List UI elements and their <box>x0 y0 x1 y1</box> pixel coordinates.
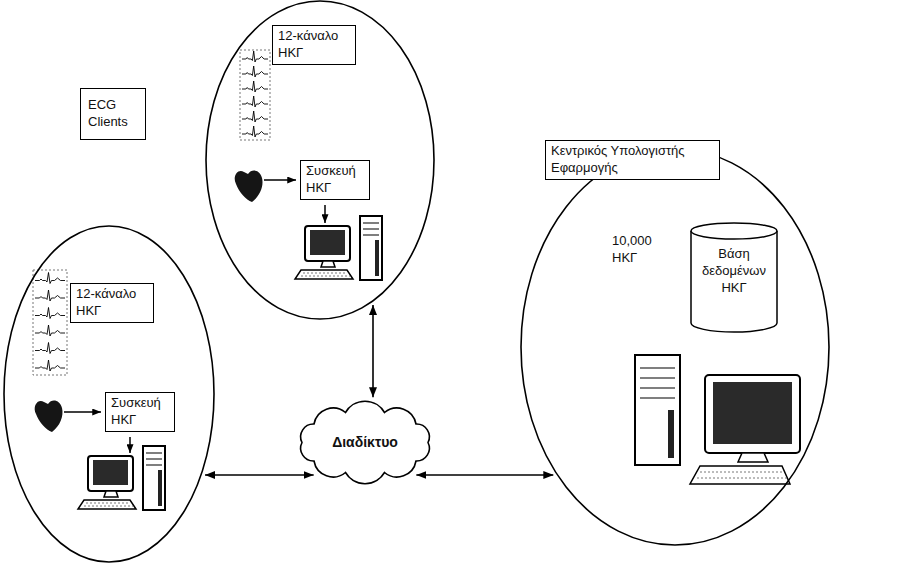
server-circle: 10,000 ΗΚΓΚεντρικός Υπολογιστής Εφαρμογή… <box>520 148 830 546</box>
ecg-strip <box>35 273 65 284</box>
cylinder-top <box>691 223 777 239</box>
internet-cloud: Διαδίκτυο <box>290 400 440 485</box>
server-heading: Κεντρικός Υπολογιστής Εφαρμογής <box>545 140 720 180</box>
node-text: Διαδίκτυο <box>332 433 398 451</box>
node-text: Κεντρικός Υπολογιστής Εφαρμογής <box>551 143 714 177</box>
signal-arrow <box>324 205 326 223</box>
ecg-strip <box>33 50 270 375</box>
heart-icon <box>35 171 263 432</box>
server-computer <box>705 375 800 453</box>
server-computer <box>668 410 674 458</box>
server-computer <box>713 382 792 444</box>
ecg-strip <box>240 50 270 140</box>
client-ellipse-outline <box>206 1 434 319</box>
server-computer <box>635 355 800 484</box>
node-text: 12-κάναλο ΗΚΓ <box>76 286 148 320</box>
group-label: ECG Clients <box>80 88 146 140</box>
process-box: 12-κάναλο ΗΚΓ <box>70 283 154 323</box>
signal-arrow <box>64 180 325 453</box>
ecg-strip <box>35 290 65 301</box>
node-text: ECG Clients <box>88 97 138 131</box>
client-computer <box>295 216 382 280</box>
node-text: Συσκευή ΗΚΓ <box>111 395 169 429</box>
ecg-strip <box>242 126 268 137</box>
process-box: 12-κάναλο ΗΚΓ <box>272 25 356 65</box>
server-computer <box>697 472 787 478</box>
server-circle-outline <box>520 148 830 546</box>
network-link <box>205 474 314 476</box>
ecg-strip <box>35 308 65 319</box>
node-text: Βάση δεδομένων ΗΚΓ <box>694 246 774 297</box>
text-holder: 10,000 ΗΚΓ <box>612 233 668 267</box>
server-circle-outline <box>521 149 829 545</box>
ecg-strip <box>242 51 268 62</box>
cloud-outline <box>301 401 430 483</box>
signal-arrow <box>129 437 131 453</box>
ecg-strip <box>33 270 67 375</box>
signal-arrow <box>64 411 101 413</box>
node-text: 12-κάναλο ΗΚΓ <box>278 28 350 62</box>
ecg-strip <box>242 96 268 107</box>
heart-icon <box>235 171 263 202</box>
server-computer <box>635 355 680 465</box>
server-computer <box>640 368 675 398</box>
device-box: Συσκευή ΗΚΓ <box>105 392 175 432</box>
ecg-strip <box>242 66 268 77</box>
ecg-strip <box>242 81 268 92</box>
ecg-strip <box>35 360 65 371</box>
client-ellipse: 12-κάναλο ΗΚΓ Συσκευή ΗΚΓ <box>205 0 435 320</box>
ecg-strip <box>35 325 65 336</box>
cylinder-body <box>691 231 777 332</box>
node-text: Συσκευή ΗΚΓ <box>306 163 364 197</box>
signal-arrow <box>264 179 296 181</box>
network-link <box>416 474 553 476</box>
network-link <box>372 305 374 397</box>
heart-icon <box>35 401 63 432</box>
server-computer <box>738 453 768 462</box>
node-text: 10,000 ΗΚΓ <box>612 233 668 267</box>
ecg-strip <box>242 111 268 122</box>
device-box: Συσκευή ΗΚΓ <box>300 160 370 200</box>
ecg-strip <box>35 343 65 354</box>
server-computer <box>690 466 790 484</box>
client-computer <box>78 446 165 510</box>
database-cylinder: Βάση δεδομένων ΗΚΓ <box>690 222 778 332</box>
client-ellipse: 12-κάναλο ΗΚΓ Συσκευή ΗΚΓ <box>3 225 215 563</box>
client-ellipse-outline <box>4 226 214 562</box>
